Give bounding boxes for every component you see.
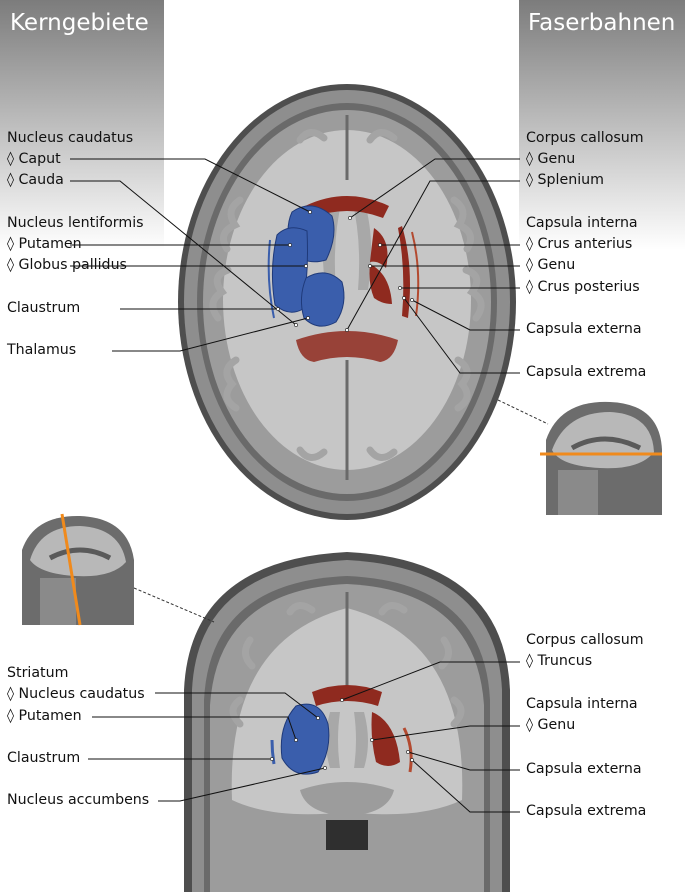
label-claustrum-axial: Claustrum <box>7 300 81 316</box>
label-putamen: ◊ Putamen <box>7 236 82 252</box>
label-capsula-extrema-axial: Capsula extrema <box>526 364 647 380</box>
label-caput: ◊ Caput <box>7 151 61 167</box>
label-capsula-externa-axial: Capsula externa <box>526 321 642 337</box>
coronal-leader-lines <box>88 661 520 813</box>
label-putamen-coronal: ◊ Putamen <box>7 708 82 724</box>
axial-slice <box>178 84 516 520</box>
coronal-slice-marker <box>60 513 82 626</box>
label-capsula-extrema-coronal: Capsula extrema <box>526 803 647 819</box>
label-capsula-interna-coronal: Capsula interna <box>526 696 638 712</box>
label-thalamus: Thalamus <box>7 342 77 358</box>
sagittal-inset-axial <box>497 399 662 515</box>
header-kerngebiete: Kerngebiete <box>10 10 149 36</box>
header-faserbahnen: Faserbahnen <box>528 10 676 36</box>
coronal-slice <box>184 552 510 892</box>
label-claustrum-coronal: Claustrum <box>7 750 81 766</box>
label-globus-pallidus: ◊ Globus pallidus <box>7 257 127 273</box>
sagittal-inset-coronal <box>22 513 215 626</box>
label-truncus: ◊ Truncus <box>526 653 593 669</box>
label-crus-posterius: ◊ Crus posterius <box>526 279 640 295</box>
label-nucleus-caudatus-coronal: ◊ Nucleus caudatus <box>7 686 145 702</box>
label-nucleus-lentiformis: Nucleus lentiformis <box>7 215 144 231</box>
label-ci-genu-coronal: ◊ Genu <box>526 717 576 733</box>
label-splenium: ◊ Splenium <box>526 172 604 188</box>
label-striatum: Striatum <box>7 665 69 681</box>
label-cc-genu: ◊ Genu <box>526 151 576 167</box>
label-capsula-externa-coronal: Capsula externa <box>526 761 642 777</box>
label-corpus-callosum-coronal: Corpus callosum <box>526 632 644 648</box>
left-header-panel <box>0 0 164 250</box>
axial-leader-lines <box>70 158 520 374</box>
label-corpus-callosum-axial: Corpus callosum <box>526 130 644 146</box>
label-cauda: ◊ Cauda <box>7 172 64 188</box>
right-header-panel <box>519 0 685 250</box>
label-capsula-interna-axial: Capsula interna <box>526 215 638 231</box>
label-nucleus-caudatus: Nucleus caudatus <box>7 130 134 146</box>
label-crus-anterius: ◊ Crus anterius <box>526 236 633 252</box>
label-nucleus-accumbens: Nucleus accumbens <box>7 792 150 808</box>
label-ci-genu: ◊ Genu <box>526 257 576 273</box>
